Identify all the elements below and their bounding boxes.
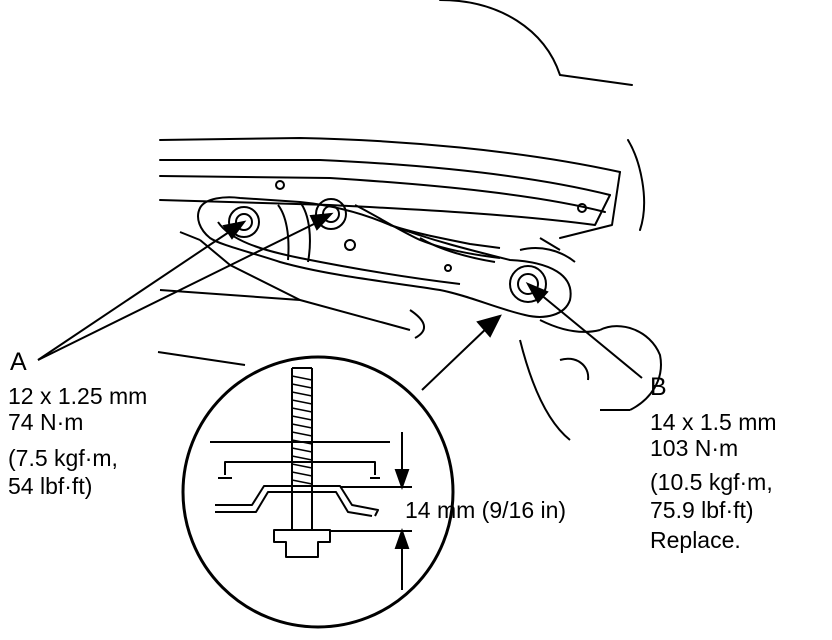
callout-b-line-1: 14 x 1.5 mm — [650, 409, 777, 435]
detail-view — [181, 355, 455, 629]
callout-a-line-4: 54 lbf·ft) — [8, 473, 92, 499]
bolt-a-left — [228, 206, 260, 238]
dimension-label: 14 mm (9/16 in) — [405, 497, 566, 523]
callout-b-line-5: Replace. — [650, 527, 741, 553]
callout-a: A 12 x 1.25 mm 74 N·m (7.5 kgf·m, 54 lbf… — [8, 348, 147, 499]
callout-b-line-2: 103 N·m — [650, 435, 738, 461]
callout-a-letter: A — [10, 348, 27, 376]
callout-b-letter: B — [650, 373, 667, 401]
dimension-markers — [330, 432, 412, 590]
subframe-arm — [159, 196, 662, 441]
callout-a-line-1: 12 x 1.25 mm — [8, 383, 147, 409]
bolt-thread — [291, 375, 313, 485]
callout-b-line-3: (10.5 kgf·m, — [650, 469, 773, 495]
callout-b-line-4: 75.9 lbf·ft) — [650, 497, 754, 523]
callout-a-line-2: 74 N·m — [8, 409, 83, 435]
callout-b: B 14 x 1.5 mm 103 N·m (10.5 kgf·m, 75.9 … — [650, 373, 777, 553]
bolt-b — [509, 265, 547, 303]
callout-a-line-3: (7.5 kgf·m, — [8, 445, 118, 471]
leader-lines — [37, 212, 643, 391]
body-panel — [159, 0, 646, 239]
